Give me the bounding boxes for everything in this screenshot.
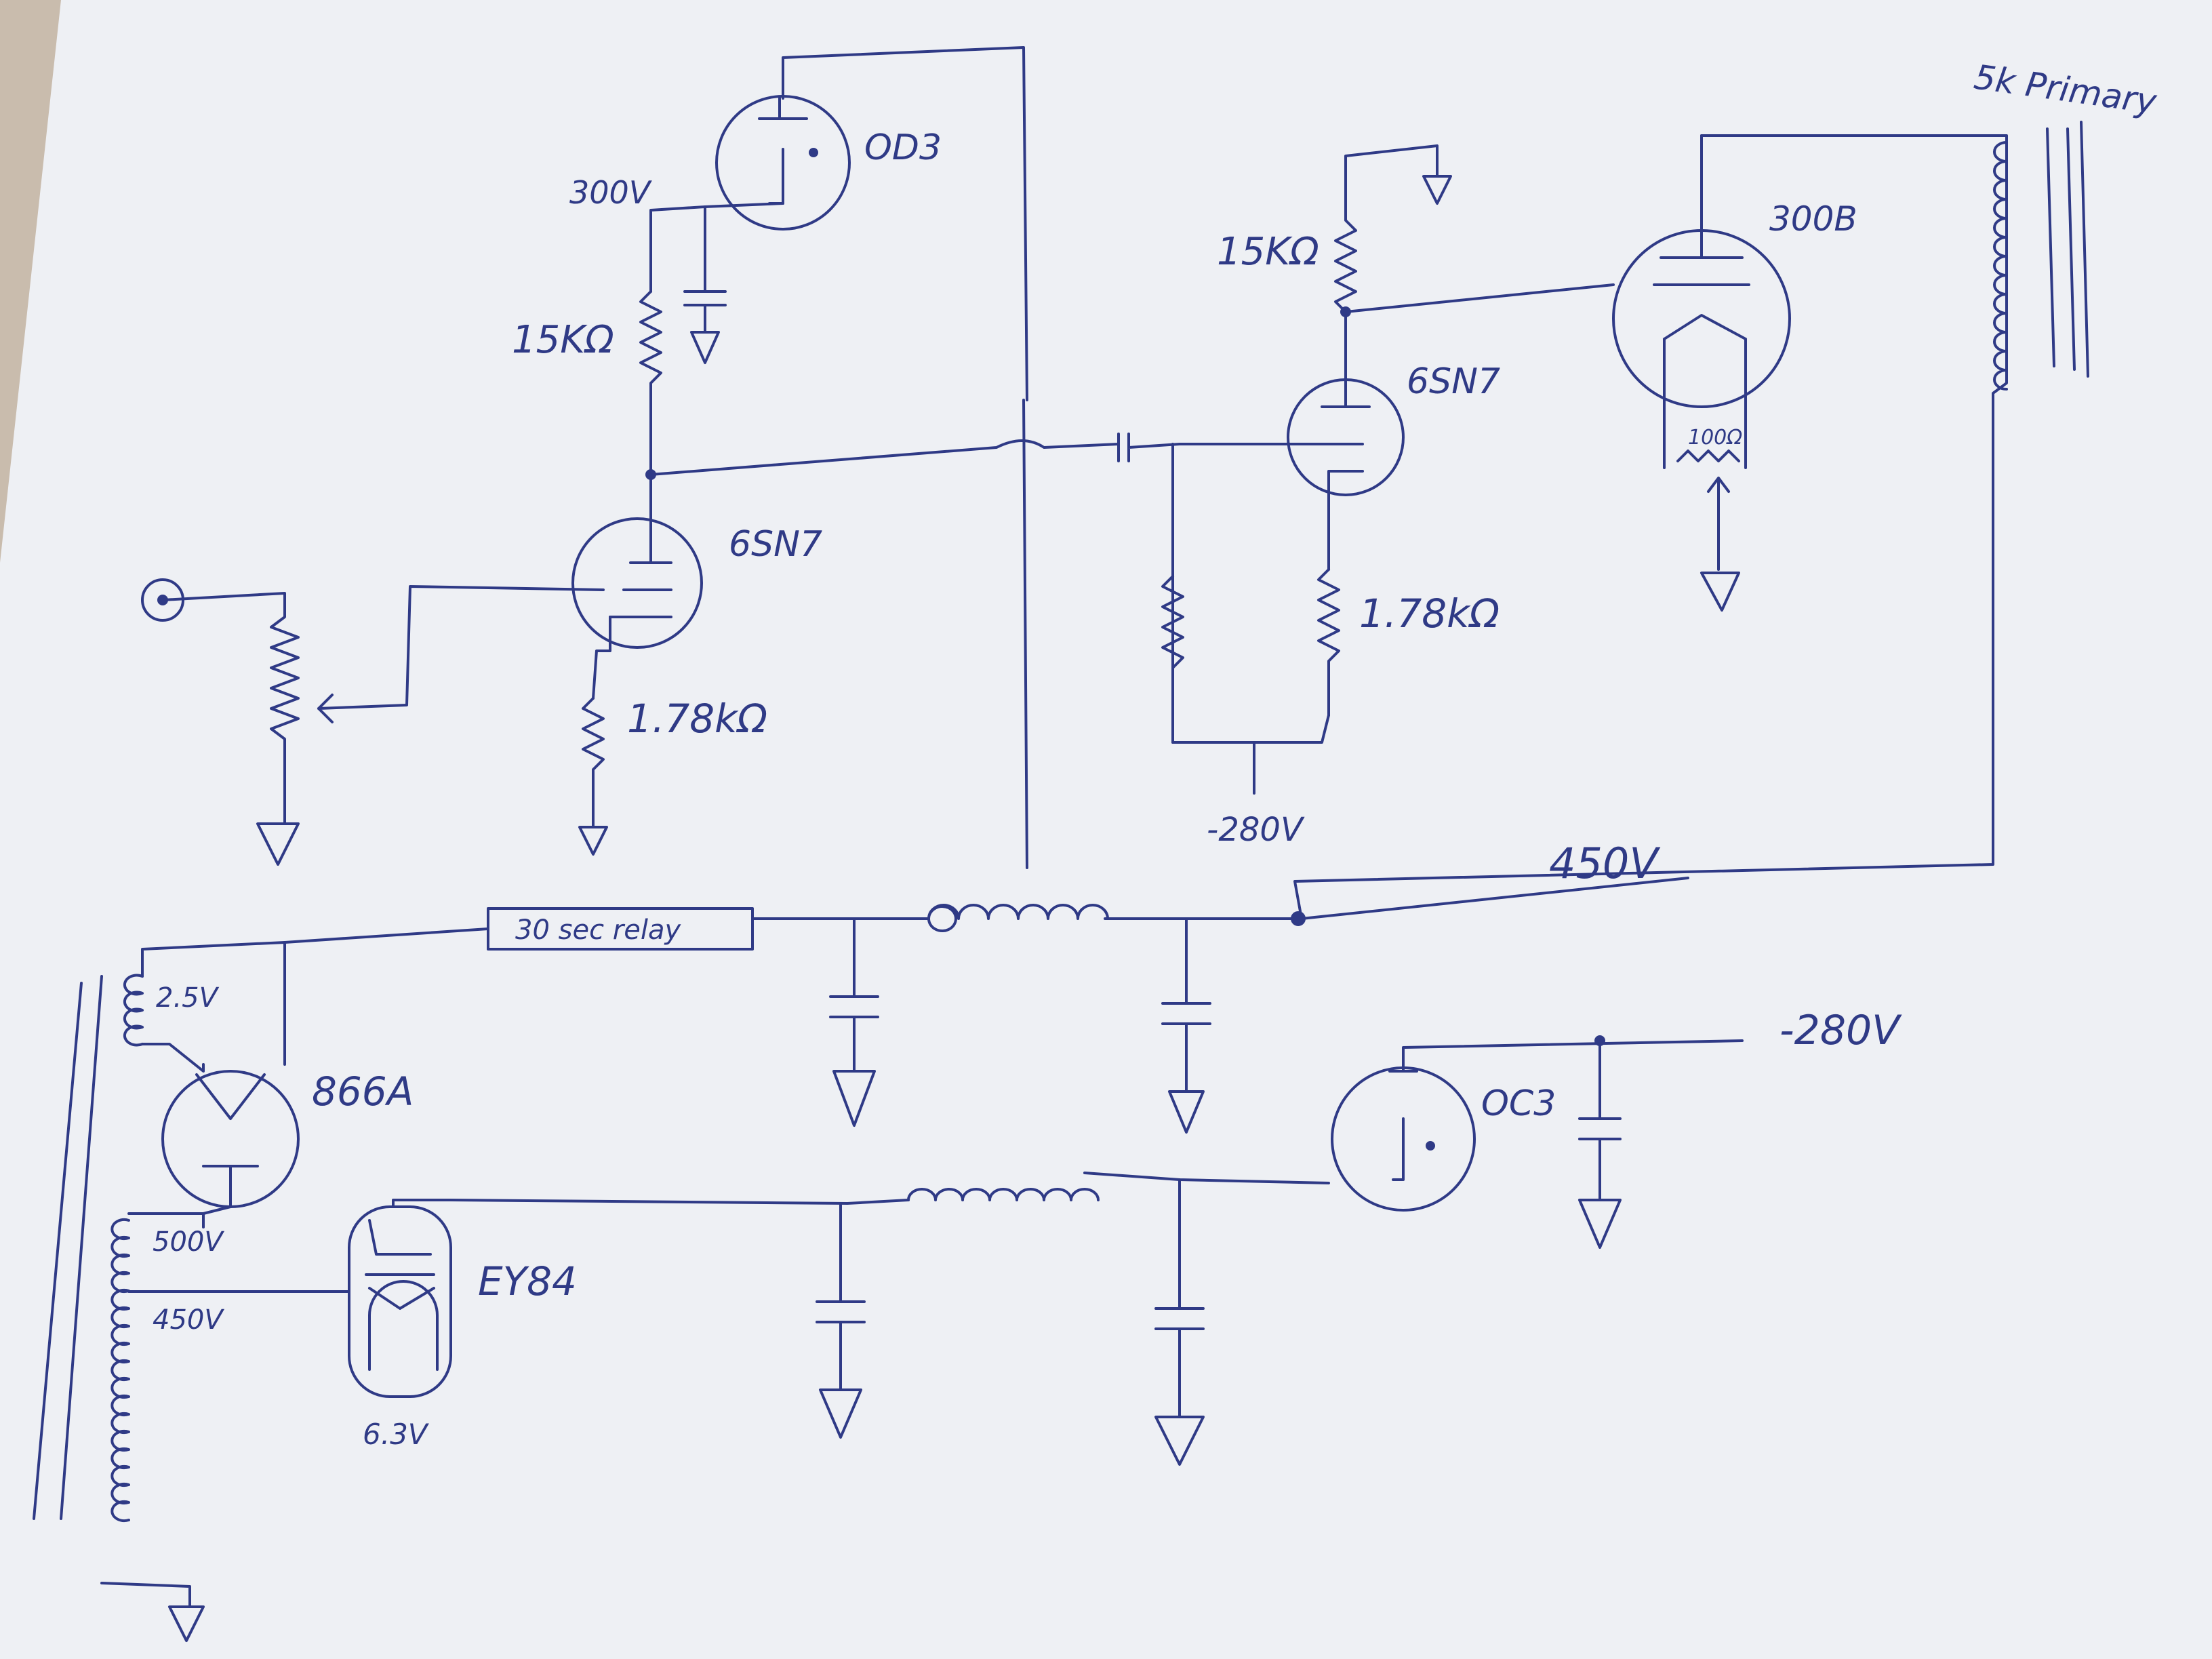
label-neg280-out: -280V <box>1779 1007 1902 1054</box>
label-100-ohm: 100Ω <box>1688 426 1742 449</box>
label-6sn7-right: 6SN7 <box>1407 361 1500 402</box>
label-178k-right: 1.78kΩ <box>1359 591 1500 637</box>
label-300v: 300V <box>569 174 653 211</box>
label-450v-tap: 450V <box>153 1304 224 1336</box>
circuit-wiring <box>33 46 2089 1642</box>
label-6sn7-left: 6SN7 <box>729 524 822 565</box>
label-neg280-bias: -280V <box>1207 811 1305 849</box>
label-oc3: OC3 <box>1481 1083 1556 1124</box>
6sn7-left-symbol <box>571 517 703 649</box>
label-866a: 866A <box>312 1068 414 1115</box>
label-2-5v: 2.5V <box>156 982 220 1014</box>
label-15k-left: 15KΩ <box>512 318 614 362</box>
label-od3: OD3 <box>864 127 942 168</box>
label-relay: 30 sec relay <box>515 915 681 946</box>
label-178k-left: 1.78kΩ <box>627 696 767 742</box>
label-500v: 500V <box>153 1226 224 1258</box>
label-ey84: EY84 <box>478 1258 577 1304</box>
label-6-3v: 6.3V <box>363 1418 430 1451</box>
label-300b: 300B <box>1769 199 1857 239</box>
ey84-tube-symbol <box>348 1205 452 1398</box>
label-15k-right: 15KΩ <box>1217 230 1319 274</box>
label-450v-bplus: 450V <box>1549 839 1661 888</box>
